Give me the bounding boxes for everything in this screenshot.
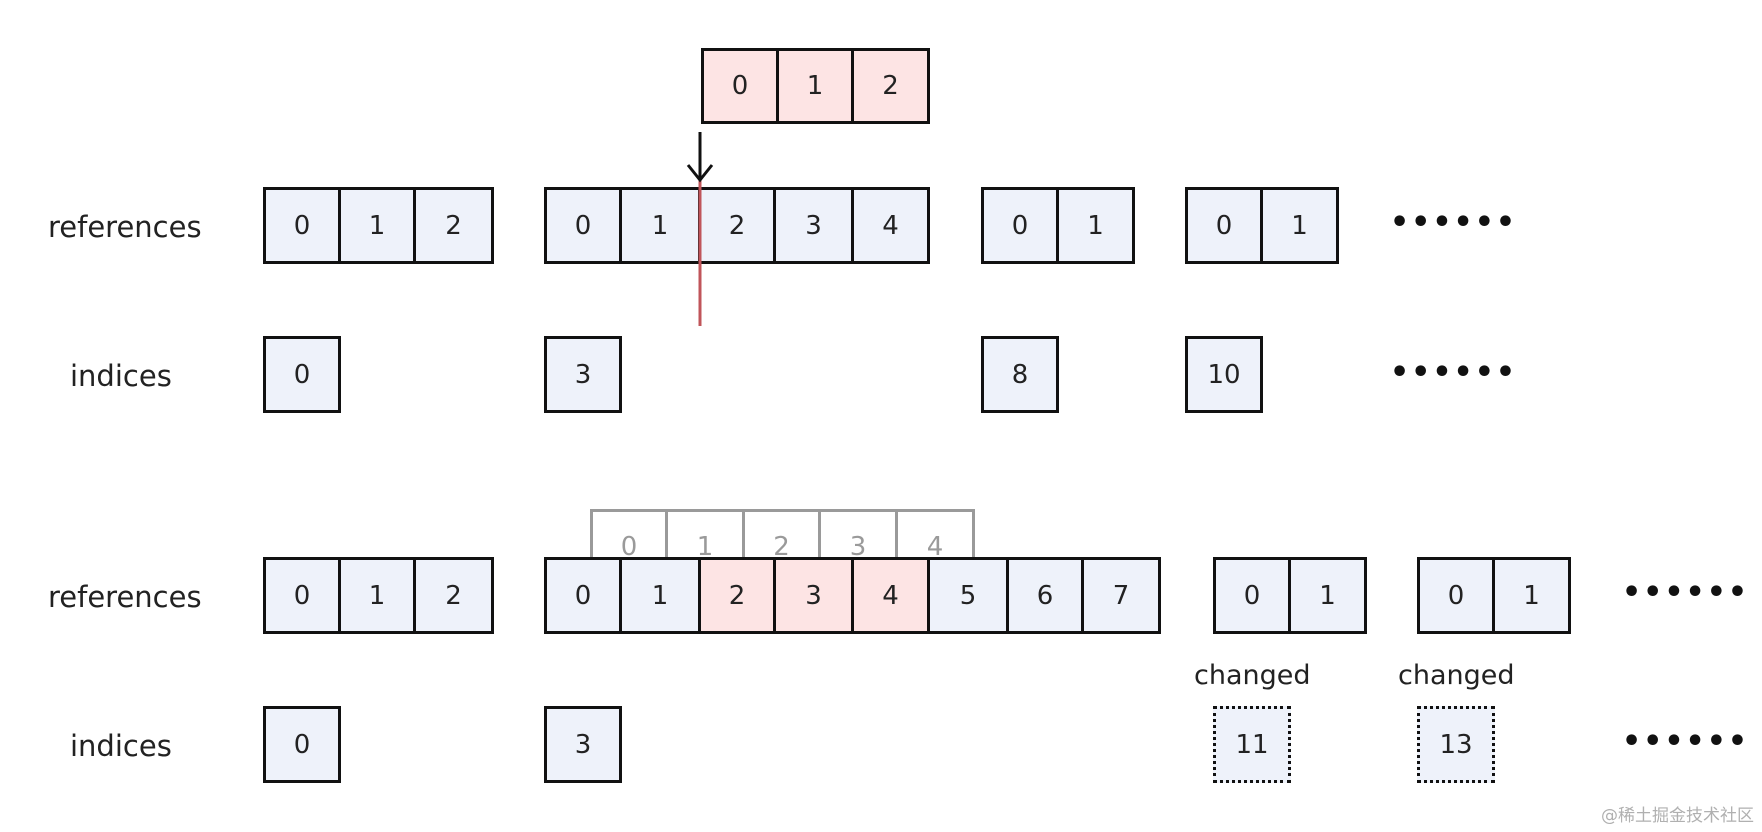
reference-cell: 0 xyxy=(263,557,341,634)
reference-cell: 2 xyxy=(413,187,494,264)
index-cell: 8 xyxy=(981,336,1059,413)
ellipsis: •••••• xyxy=(1390,355,1518,390)
reference-cell: 0 xyxy=(1417,557,1495,634)
index-cell: 0 xyxy=(263,336,341,413)
reference-cell: 1 xyxy=(1492,557,1571,634)
reference-cell: 0 xyxy=(544,187,622,264)
changed-label: changed xyxy=(1398,660,1515,691)
changed-index-cell: 13 xyxy=(1417,706,1495,783)
reference-cell: 7 xyxy=(1081,557,1161,634)
changed-label: changed xyxy=(1194,660,1311,691)
references-label-bottom: references xyxy=(48,580,202,614)
watermark: @稀土掘金技术社区 xyxy=(1601,806,1754,826)
index-cell: 0 xyxy=(263,706,341,783)
ellipsis: •••••• xyxy=(1622,575,1750,610)
index-cell: 3 xyxy=(544,336,622,413)
index-cell: 10 xyxy=(1185,336,1263,413)
changed-index-cell: 11 xyxy=(1213,706,1291,783)
reference-cell: 0 xyxy=(544,557,622,634)
highlighted-reference-cell: 3 xyxy=(773,557,854,634)
reference-cell: 1 xyxy=(1056,187,1135,264)
reference-cell: 0 xyxy=(1213,557,1291,634)
ghost-cell: 3 xyxy=(818,509,898,565)
highlighted-reference-cell: 4 xyxy=(851,557,930,634)
ellipsis: •••••• xyxy=(1390,205,1518,240)
indices-label-bottom: indices xyxy=(70,729,172,763)
reference-cell: 1 xyxy=(1260,187,1339,264)
references-label-top: references xyxy=(48,210,202,244)
reference-cell: 1 xyxy=(1288,557,1367,634)
reference-cell: 0 xyxy=(981,187,1059,264)
reference-cell: 3 xyxy=(773,187,854,264)
ellipsis: •••••• xyxy=(1622,724,1750,759)
ghost-cell: 4 xyxy=(895,509,975,565)
reference-cell: 4 xyxy=(851,187,930,264)
indices-label-top: indices xyxy=(70,359,172,393)
insert-cell: 0 xyxy=(701,48,779,124)
reference-cell: 2 xyxy=(413,557,494,634)
reference-cell: 1 xyxy=(338,187,416,264)
index-cell: 3 xyxy=(544,706,622,783)
insert-cell: 2 xyxy=(851,48,930,124)
down-arrow-head xyxy=(686,164,714,183)
